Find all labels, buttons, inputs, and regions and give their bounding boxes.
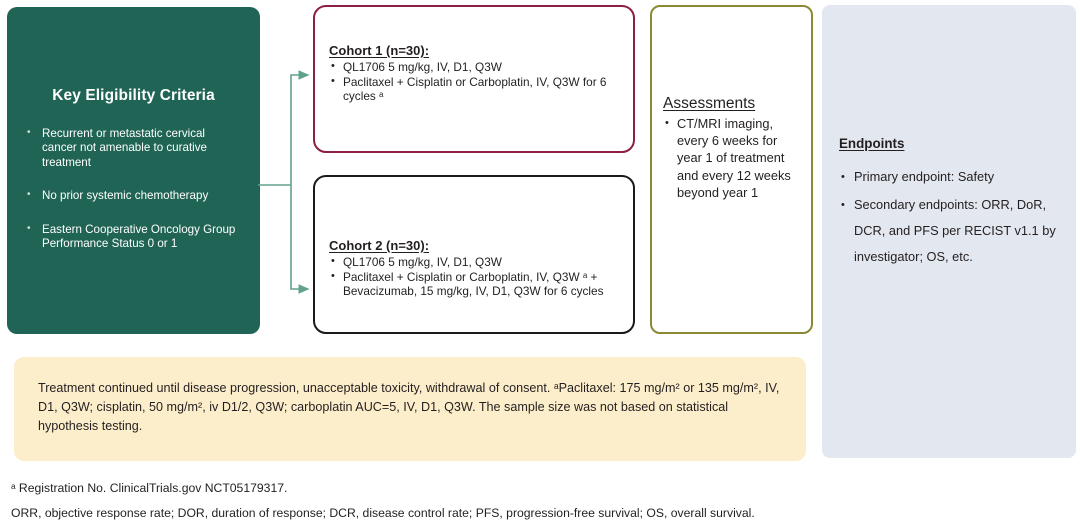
list-item: Recurrent or metastatic cervical cancer … [25,126,242,170]
footnote-abbreviations: ORR, objective response rate; DOR, durat… [11,506,755,520]
page-title: Key Eligibility Criteria [52,87,215,104]
endpoints-heading: Endpoints [839,136,905,151]
footnote-registration: ᵃ Registration No. ClinicalTrials.gov NC… [11,481,288,495]
assessments-heading: Assessments [663,95,756,112]
list-item: No prior systemic chemotherapy [25,188,242,203]
list-item: Secondary endpoints: ORR, DoR, DCR, and … [839,192,1059,270]
endpoints-panel: Endpoints Primary endpoint: Safety Secon… [822,5,1076,458]
cohort-1-list: QL1706 5 mg/kg, IV, D1, Q3W Paclitaxel +… [329,59,619,104]
cohort-1-heading: Cohort 1 (n=30): [329,43,430,58]
treatment-note-box: Treatment continued until disease progre… [14,357,806,461]
cohort-2-list: QL1706 5 mg/kg, IV, D1, Q3W Paclitaxel +… [329,254,619,299]
list-item: QL1706 5 mg/kg, IV, D1, Q3W [329,254,619,269]
list-item: Paclitaxel + Cisplatin or Carboplatin, I… [329,269,619,298]
assessments-list: CT/MRI imaging, every 6 weeks for year 1… [663,115,800,201]
list-item: Paclitaxel + Cisplatin or Carboplatin, I… [329,74,619,103]
list-item: Primary endpoint: Safety [839,164,1059,190]
list-item: Eastern Cooperative Oncology Group Perfo… [25,222,242,252]
treatment-note-text: Treatment continued until disease progre… [38,381,780,434]
cohort-2-box: Cohort 2 (n=30): QL1706 5 mg/kg, IV, D1,… [313,175,635,334]
eligibility-criteria-list: Recurrent or metastatic cervical cancer … [25,126,242,252]
key-eligibility-panel: Key Eligibility Criteria Recurrent or me… [7,7,260,334]
list-item: QL1706 5 mg/kg, IV, D1, Q3W [329,59,619,74]
list-item: CT/MRI imaging, every 6 weeks for year 1… [663,115,800,201]
endpoints-list: Primary endpoint: Safety Secondary endpo… [839,164,1059,270]
cohort-2-heading: Cohort 2 (n=30): [329,238,430,253]
cohort-1-box: Cohort 1 (n=30): QL1706 5 mg/kg, IV, D1,… [313,5,635,153]
assessments-box: Assessments CT/MRI imaging, every 6 week… [650,5,813,334]
branch-connector [258,70,310,294]
